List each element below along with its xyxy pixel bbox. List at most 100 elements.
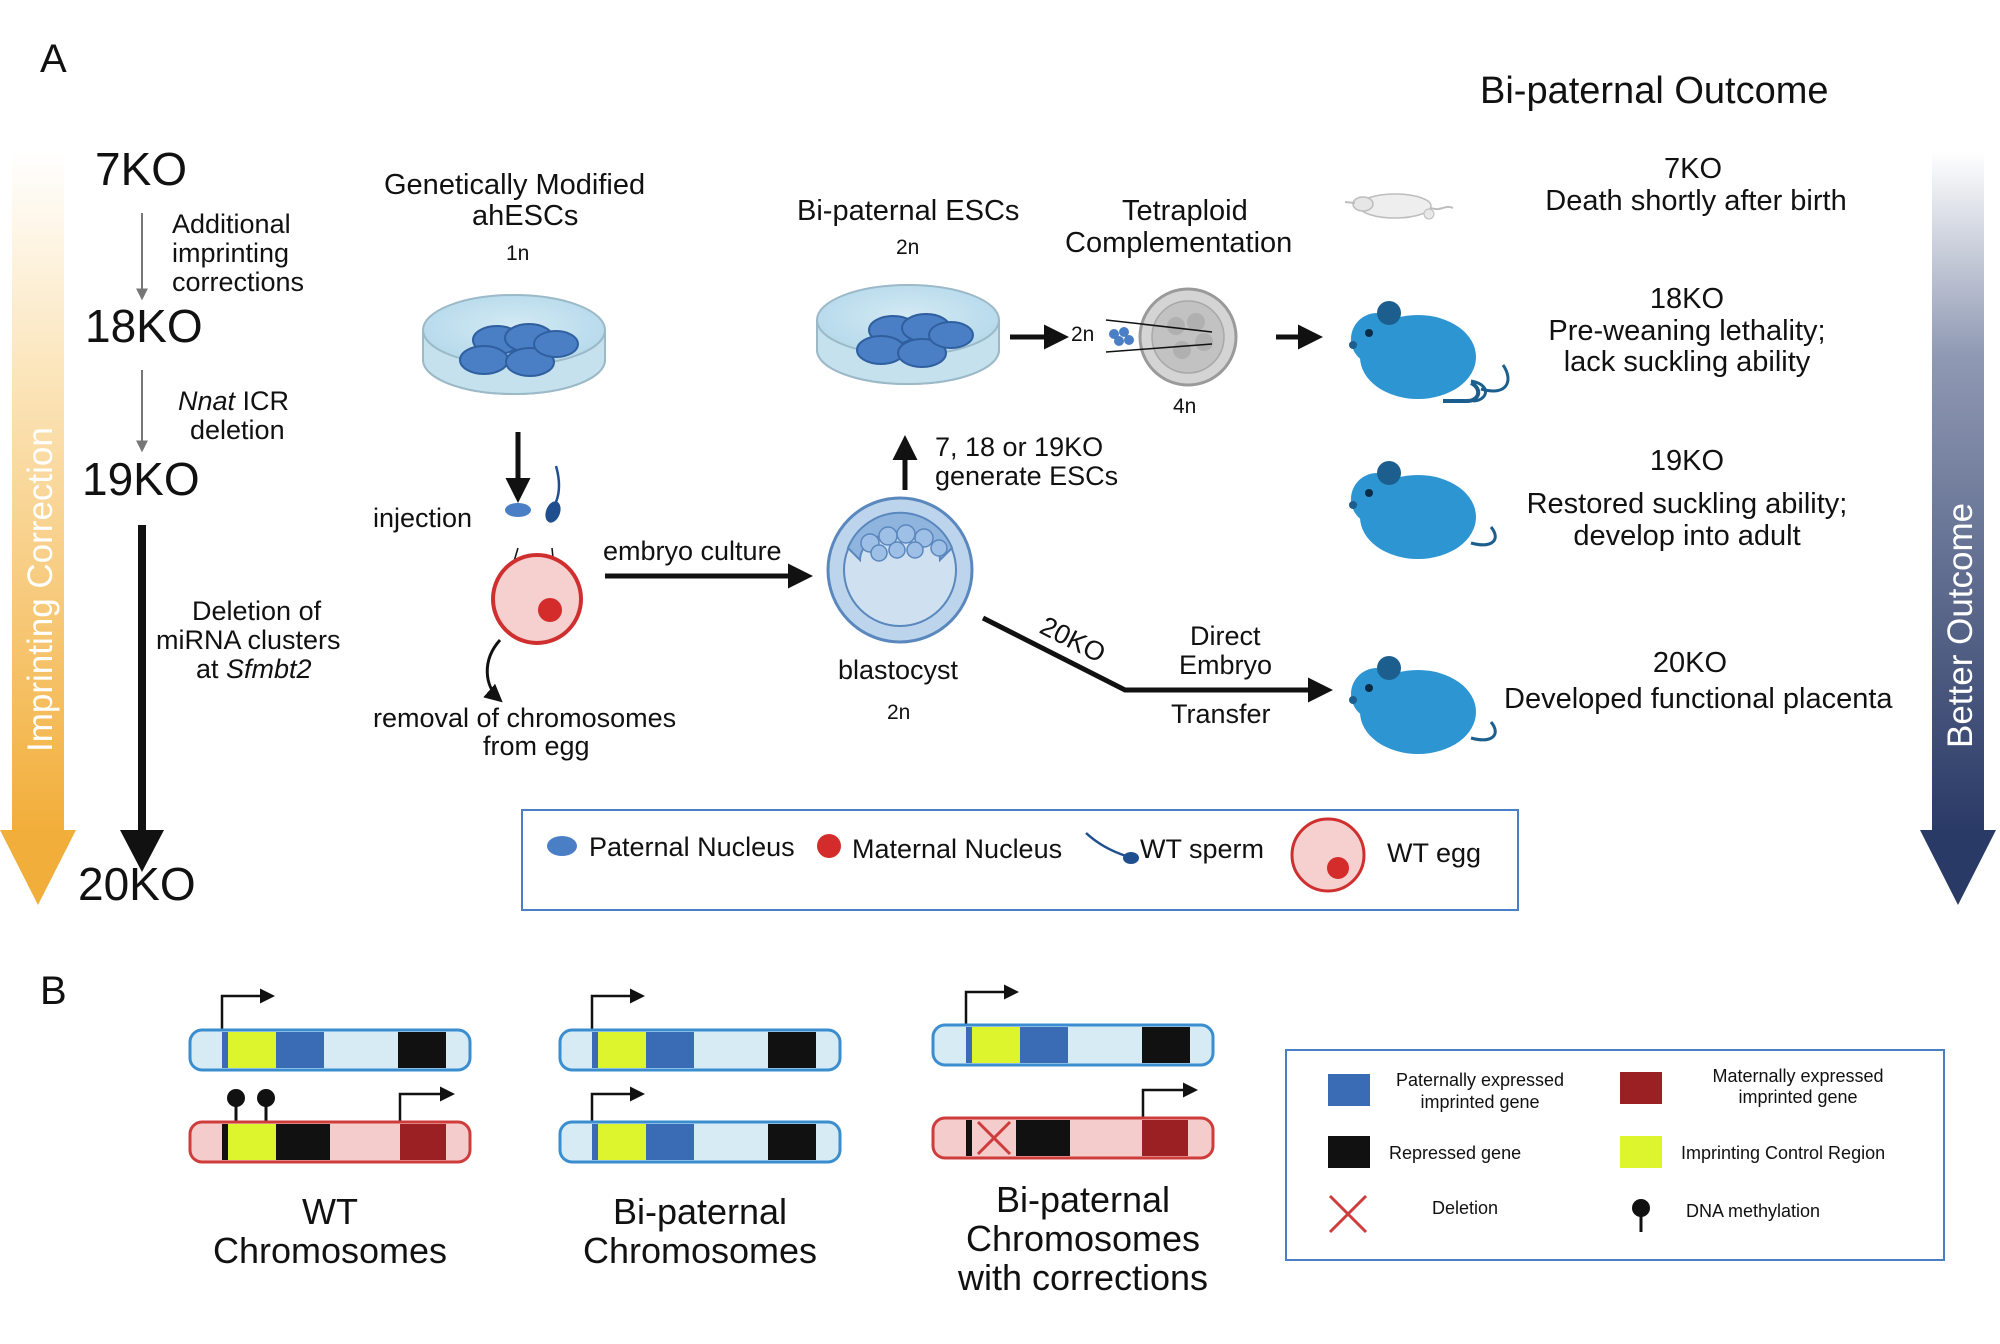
step2-text-line2: deletion	[190, 415, 285, 445]
blastocyst-icon	[826, 496, 974, 644]
sperm-icon	[1085, 832, 1139, 864]
ko-progression: 7KO Additional imprinting corrections 18…	[78, 143, 341, 910]
transcription-arrow-icon	[590, 988, 645, 1030]
legend-maternal-line2: imprinted gene	[1738, 1087, 1857, 1107]
removal-line1: removal of chromosomes	[373, 703, 676, 733]
maternal-gene-swatch	[1620, 1072, 1662, 1104]
outcome-line1: Death shortly after birth	[1545, 185, 1846, 217]
legend-paternal-line1: Paternally expressed	[1396, 1070, 1564, 1090]
ahesc-section: Genetically Modified ahESCs 1n injection	[373, 169, 676, 761]
legend-paternal: Paternal Nucleus	[589, 832, 795, 862]
mouse-icon	[1344, 193, 1454, 220]
ko18-label: 18KO	[85, 300, 203, 352]
step1-text-line3: corrections	[172, 267, 304, 297]
ko20-label: 20KO	[78, 858, 196, 910]
legend-sperm: WT sperm	[1140, 834, 1264, 864]
outcome-ko: 20KO	[1653, 647, 1727, 679]
corrected-chromosomes: Bi-paternal Chromosomes with corrections	[931, 984, 1215, 1298]
gm-ploidy: 1n	[506, 242, 529, 265]
blastocyst-label: blastocyst	[838, 655, 959, 685]
transcription-arrow-icon	[964, 984, 1019, 1030]
direct-line3: Transfer	[1171, 699, 1271, 729]
outcome-line2: develop into adult	[1573, 520, 1800, 552]
outcome-line2: lack suckling ability	[1564, 346, 1811, 378]
step1-text-line2: imprinting	[172, 238, 289, 268]
better-outcome-label: Better Outcome	[1941, 503, 1980, 748]
deletion-x-icon	[976, 1120, 1012, 1156]
panel-a-legend: Paternal Nucleus Maternal Nucleus WT spe…	[521, 809, 1519, 911]
bipaternal-chromosomes: Bi-paternal Chromosomes	[558, 988, 842, 1271]
egg-icon	[1290, 817, 1366, 893]
legend-maternal-line1: Maternally expressed	[1712, 1066, 1883, 1086]
step3-text-line3: at Sfmbt2	[196, 654, 312, 684]
outcome-ko: 7KO	[1664, 153, 1722, 185]
outcome-ko: 19KO	[1650, 445, 1724, 477]
mouse-icon	[1349, 461, 1497, 559]
ko7-label: 7KO	[95, 143, 187, 195]
panel-b-label: B	[40, 969, 67, 1013]
ko20-path-label: 20KO	[1035, 611, 1110, 669]
direct-line1: Direct	[1190, 621, 1261, 651]
tetraploid-embryo-icon	[1105, 287, 1238, 387]
direct-line2: Embryo	[1179, 650, 1272, 680]
paternal-gene-swatch	[1328, 1074, 1370, 1106]
group-label-line2: Chromosomes	[583, 1230, 817, 1271]
legend-icr: Imprinting Control Region	[1681, 1143, 1885, 1163]
methylation-pin-icon	[227, 1089, 275, 1122]
step3-text-line1: Deletion of	[192, 596, 322, 626]
outcomes: 7KO Death shortly after birth 18KO Pre-w…	[1504, 153, 1893, 715]
step2-icr: ICR	[235, 386, 289, 416]
outcome-ko: 18KO	[1650, 283, 1724, 315]
gm-title-line2: ahESCs	[472, 200, 578, 232]
bp-esc-title: Bi-paternal ESCs	[797, 195, 1019, 227]
group-label-line2: Chromosomes	[966, 1218, 1200, 1259]
transcription-arrow-icon	[1141, 1082, 1198, 1120]
group-label-line1: WT	[302, 1191, 358, 1232]
legend-maternal: Maternal Nucleus	[852, 834, 1062, 864]
egg-icon	[491, 547, 583, 645]
injected-paternal-nucleus	[505, 503, 531, 517]
generate-line1: 7, 18 or 19KO	[935, 432, 1103, 462]
legend-repressed: Repressed gene	[1389, 1143, 1521, 1163]
methylation-pin-icon	[1632, 1199, 1650, 1232]
outcome-line1: Pre-weaning lethality;	[1548, 315, 1825, 347]
ko19-label: 19KO	[82, 453, 200, 505]
blastocyst-ploidy: 2n	[887, 701, 910, 724]
transcription-arrow-icon	[590, 1086, 645, 1122]
transcription-arrow-icon	[220, 988, 275, 1030]
legend-methylation: DNA methylation	[1686, 1201, 1820, 1221]
group-label-line1: Bi-paternal	[996, 1179, 1170, 1220]
tetra-ploidy: 4n	[1173, 395, 1196, 418]
petri-dish-icon	[422, 294, 606, 395]
legend-deletion: Deletion	[1432, 1198, 1498, 1218]
removal-line2: from egg	[483, 731, 590, 761]
step3-text-line2: miRNA clusters	[156, 625, 341, 655]
wt-chromosomes: WT Chromosomes	[188, 988, 472, 1271]
nnat-gene-name: Nnat	[178, 386, 237, 416]
panel-b-legend: Paternally expressed imprinted gene Mate…	[1285, 1049, 1945, 1261]
deletion-x-icon	[1328, 1194, 1368, 1234]
legend-paternal-line2: imprinted gene	[1420, 1092, 1539, 1112]
outcome-line1: Restored suckling ability;	[1527, 488, 1848, 520]
transcription-arrow-icon	[398, 1086, 455, 1122]
icr-swatch	[1620, 1136, 1662, 1168]
mouse-icon	[1349, 656, 1497, 754]
step3-prefix: at	[196, 654, 226, 684]
outcome-line1: Developed functional placenta	[1504, 683, 1893, 715]
gm-title-line1: Genetically Modified	[384, 169, 645, 201]
tetra-line2: Complementation	[1065, 227, 1292, 259]
repressed-gene-swatch	[1328, 1136, 1370, 1168]
sperm-icon	[545, 465, 561, 523]
bp-esc-ploidy: 2n	[896, 236, 919, 259]
panel-a-label: A	[40, 37, 67, 81]
imprinting-correction-label: Imprinting Correction	[21, 427, 60, 752]
step2-text-line1: Nnat ICR	[178, 386, 289, 416]
step1-text-line1: Additional	[172, 209, 291, 239]
legend-egg: WT egg	[1387, 838, 1481, 868]
imprinting-correction-arrow: Imprinting Correction	[0, 152, 76, 905]
injection-label: injection	[373, 503, 472, 533]
group-label-line2: Chromosomes	[213, 1230, 447, 1271]
outcome-header: Bi-paternal Outcome	[1480, 70, 1829, 112]
better-outcome-arrow: Better Outcome	[1920, 152, 1996, 905]
